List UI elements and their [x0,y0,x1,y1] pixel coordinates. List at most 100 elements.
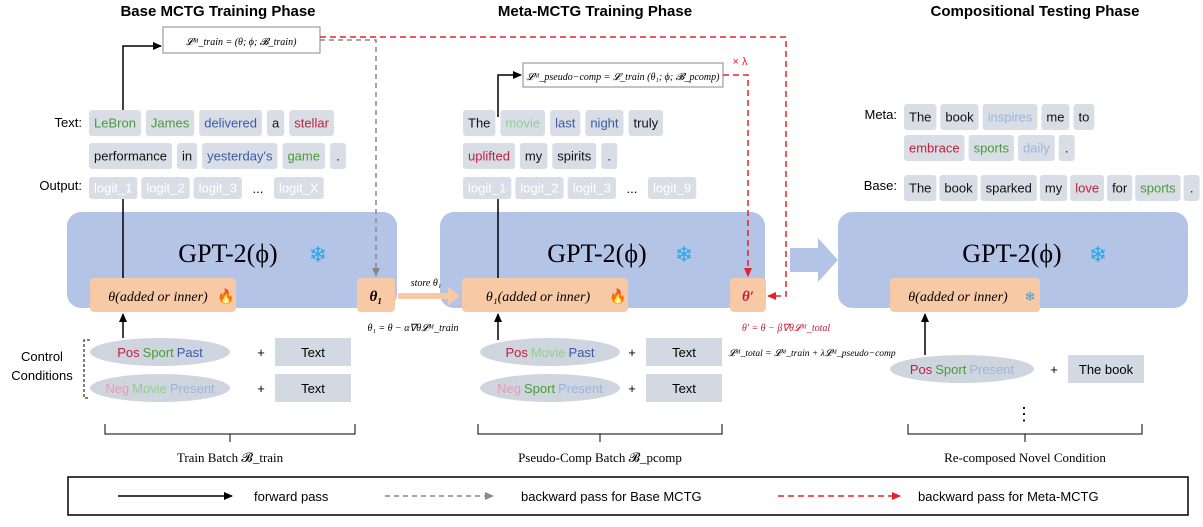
text-token: movie [505,116,540,131]
theta-prime-update: θ′ = θ − β∇θ𝓛ᴹ_total [742,323,831,334]
text-token: last [555,116,576,131]
condition-text-box [646,338,722,366]
meta-token: me [1046,110,1064,125]
backward-meta-arrow-2 [723,74,752,277]
snowflake-icon: ❄ [1089,242,1107,267]
condition-attribute: Past [569,345,595,360]
meta-token: sports [974,141,1010,156]
theta-label-2: θ₁(added or inner) [486,290,591,305]
text-token: spirits [557,149,591,164]
meta-token-box [904,104,937,130]
output-logit: logit_1 [468,181,506,196]
condition-attribute: Past [177,345,203,360]
text-token: in [182,149,192,164]
text-token-box [145,110,195,136]
plus-sign: + [257,381,265,396]
condition-ellipse [890,355,1034,383]
condition-text: Text [672,345,696,360]
output-logit: logit_3 [573,181,611,196]
text-token-box [89,110,141,136]
output-ellipsis: ... [253,181,264,196]
meta-token-box [1041,104,1070,130]
output-logit: logit_2 [520,181,558,196]
theta-prime-label: θ′ [742,289,754,305]
output-logit-box [89,177,138,199]
base-label: Base: [864,178,897,193]
meta-token-box [982,104,1038,130]
batch-label-2: Pseudo-Comp Batch 𝓑_pcomp [518,450,682,465]
meta-token: embrace [909,141,960,156]
meta-token: inspires [988,110,1033,125]
legend-backward-meta: backward pass for Meta-MCTG [918,489,1099,504]
output-logit: logit_1 [94,181,132,196]
text-token: stellar [294,116,329,131]
base-token-box [1107,175,1133,201]
loss-total: 𝓛ᴹ_total = 𝓛ᴹ_train + λ𝓛ᴹ_pseudo−comp [728,349,896,359]
condition-attribute: Movie [132,381,167,396]
output-logit: logit_3 [199,181,237,196]
snowflake-icon: ❄ [675,242,693,267]
text-token: truly [634,116,659,131]
times-lambda: × λ [733,56,748,68]
loss-pseudo-box [522,62,724,88]
meta-label: Meta: [864,107,897,122]
text-token-box [463,143,515,169]
brace-1 [104,424,356,442]
theta1-update: θ₁ = θ − α∇θ𝓛ᴹ_train [367,323,458,334]
base-token: . [1190,181,1194,196]
text-token-box [266,110,285,136]
base-token: sparked [986,181,1032,196]
condition-attribute: Sport [143,345,174,360]
theta-box-2 [462,278,628,312]
meta-token: to [1078,110,1089,125]
meta-token: book [945,110,974,125]
theta-box-3 [890,278,1040,312]
meta-token: daily [1023,141,1050,156]
condition-text-box [275,338,351,366]
text-token-box [500,110,546,136]
plus-sign: + [628,345,636,360]
condition-attribute: Pos [910,362,933,377]
text-token-box [550,110,581,136]
forward-arrow-loss-2 [497,71,522,117]
flame-icon: 🔥 [609,288,626,305]
meta-token: . [1065,141,1069,156]
text-token-box [552,143,597,169]
base-token-box [904,175,937,201]
control-bracket [83,339,90,399]
phase-title-test: Compositional Testing Phase [931,3,1140,20]
output-ellipsis: ... [627,181,638,196]
condition-text: The book [1079,362,1134,377]
text-token-box [601,143,618,169]
condition-text: Text [301,345,325,360]
plus-sign: + [257,345,265,360]
base-token: book [944,181,973,196]
output-logit-box [463,177,512,199]
legend-box [67,476,1189,516]
snowflake-icon: ❄ [1025,289,1036,304]
store-arrow [398,287,460,305]
backward-base-arrow [320,39,380,277]
condition-attribute: Sport [524,381,555,396]
condition-text-box [1068,355,1144,383]
text-token-box [585,110,624,136]
output-logit: logit_9 [653,181,691,196]
condition-ellipse [90,374,230,402]
base-token: for [1112,181,1128,196]
text-token-box [463,110,496,136]
gpt-label-3: GPT-2(ϕ) [962,239,1061,268]
text-token-box [289,110,334,136]
brace-2 [477,424,723,442]
plus-sign: + [628,381,636,396]
base-token-box [1039,175,1068,201]
text-token: The [468,116,490,131]
output-logit: logit_2 [146,181,184,196]
condition-ellipse [480,338,620,366]
meta-token-box [968,135,1014,161]
theta1-box [357,278,395,312]
text-token-box [199,110,262,136]
loss-train-box [162,26,321,54]
output-logit-box [567,177,616,199]
condition-attribute: Present [170,381,215,396]
base-token: sports [1140,181,1176,196]
